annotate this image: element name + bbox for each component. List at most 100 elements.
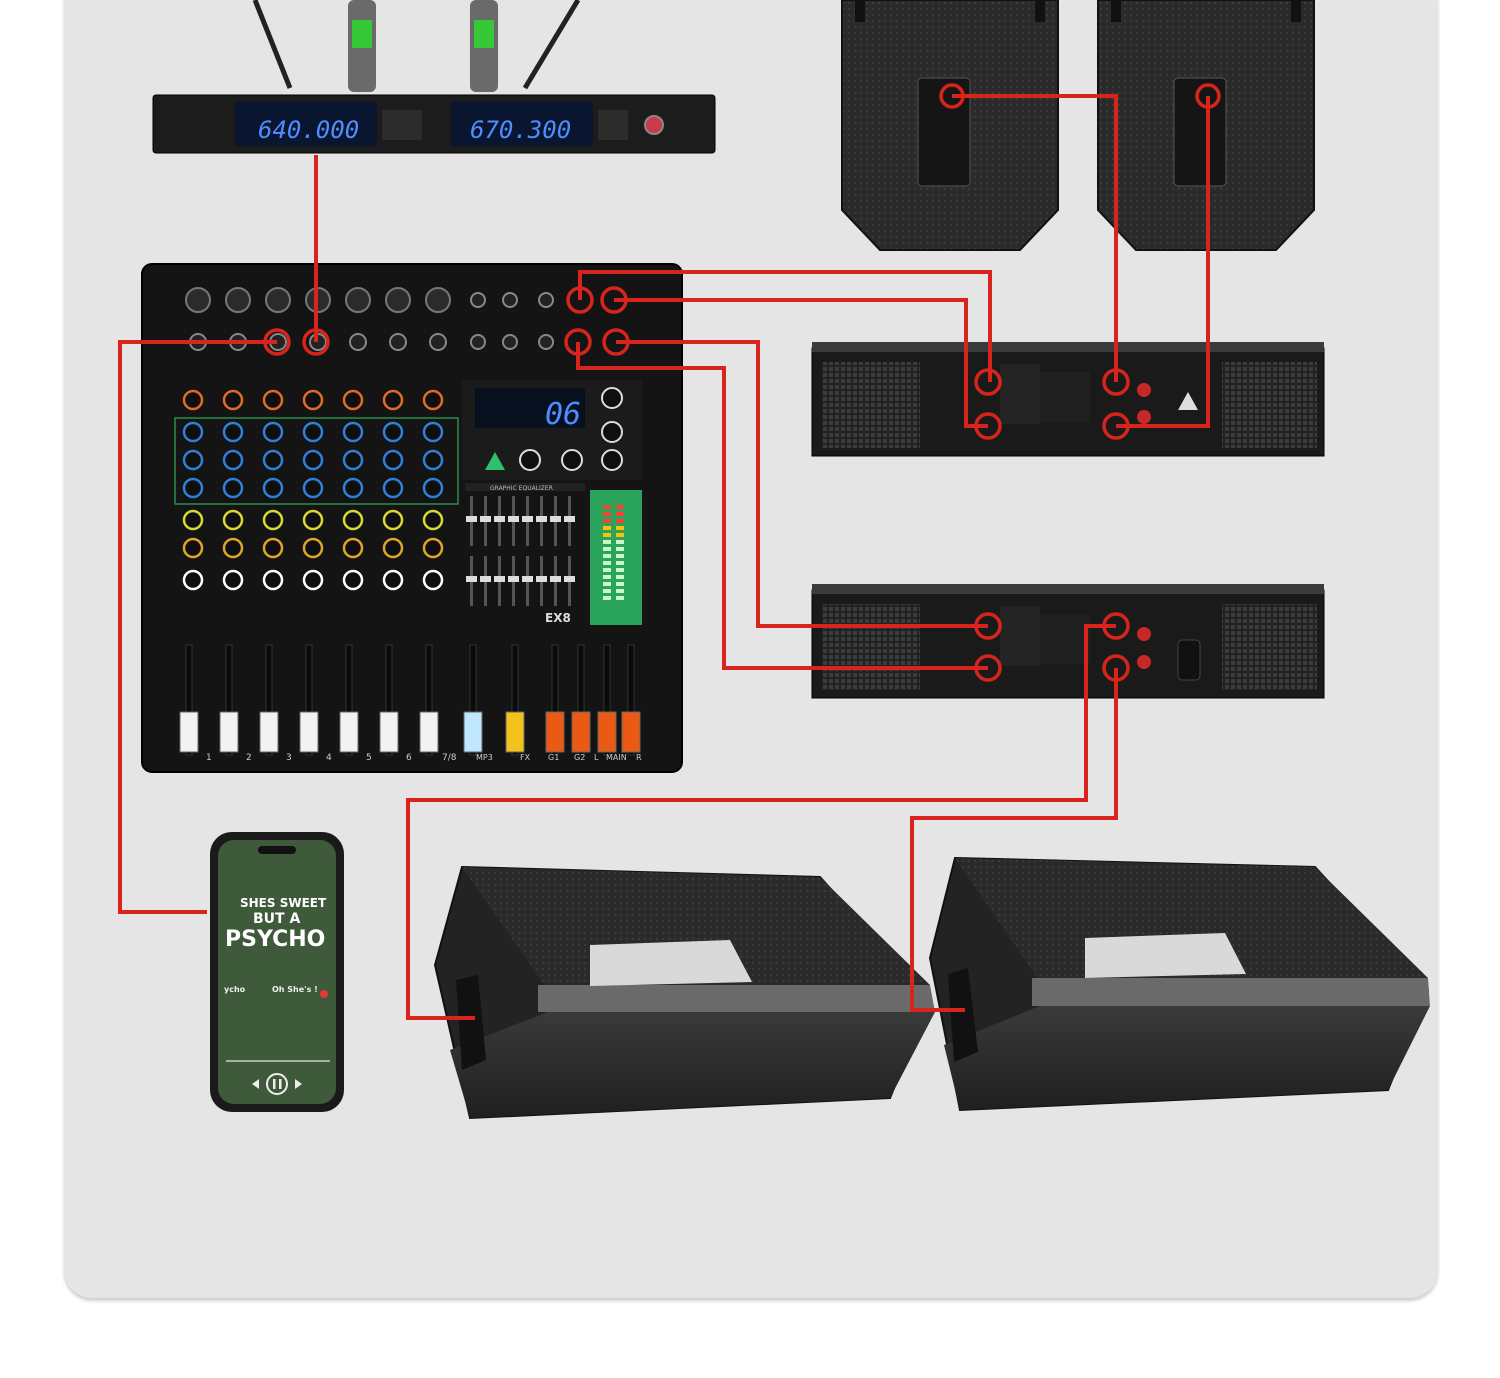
eq-slider-knob <box>522 516 533 522</box>
vu-led <box>616 533 624 537</box>
eq-slider-knob <box>480 576 491 582</box>
power-amplifier-1 <box>811 342 1325 457</box>
channel-knob <box>342 537 364 559</box>
channel-knob <box>222 389 244 411</box>
channel-knob <box>342 389 364 411</box>
vu-led <box>616 526 624 530</box>
vu-led <box>603 589 611 593</box>
fader-track <box>551 644 559 756</box>
play-pause-icon <box>266 1073 288 1095</box>
eq-slider-knob <box>466 516 477 522</box>
mixer-sub-r-connector <box>602 328 630 356</box>
cable-amp1-to-top-right <box>1116 96 1210 428</box>
wireless-receiver: 640.000 670.300 <box>152 0 716 154</box>
vu-led <box>616 547 624 551</box>
fader-track <box>345 644 353 756</box>
channel-knob <box>182 509 204 531</box>
amp1-input-b-connector <box>974 412 1002 440</box>
amp1-output-b-connector <box>1102 412 1130 440</box>
channel-knob <box>342 449 364 471</box>
channel-knob <box>422 537 444 559</box>
vu-meter <box>603 505 624 600</box>
master-knob <box>561 449 583 471</box>
amp2-output-a-connector <box>1102 612 1130 640</box>
channel-number-label: 4 <box>326 753 332 763</box>
fader-track <box>511 644 519 756</box>
fader-cap <box>379 711 399 753</box>
mixer-line-in-3-connector <box>263 328 291 356</box>
vu-led <box>603 554 611 558</box>
eq-slider-knob <box>508 516 519 522</box>
vu-led <box>616 554 624 558</box>
eq-slider-knob <box>564 576 575 582</box>
fader-track <box>305 644 313 756</box>
fader-cap <box>259 711 279 753</box>
bus-label: R <box>636 753 642 762</box>
master-knob <box>601 449 623 471</box>
cable-sub-l-to-amp2 <box>616 340 988 628</box>
channel-knob <box>422 477 444 499</box>
fader-track <box>225 644 233 756</box>
channel-knob <box>342 569 364 591</box>
mixer-main-r-connector <box>600 286 628 314</box>
graphic-equalizer <box>466 496 575 606</box>
vu-led <box>616 589 624 593</box>
eq-slider-knob <box>494 516 505 522</box>
channel-number-label: 5 <box>366 753 372 763</box>
vu-led <box>603 561 611 565</box>
channel-knob <box>222 449 244 471</box>
fader-track <box>577 644 585 756</box>
channel-knob <box>342 509 364 531</box>
fader-cap <box>545 711 565 753</box>
channel-knob <box>302 569 324 591</box>
fader-cap <box>419 711 439 753</box>
vu-led <box>603 582 611 586</box>
vu-led <box>616 596 624 600</box>
vu-led <box>616 540 624 544</box>
xlr-input-5 <box>345 287 371 313</box>
eq-slider-knob <box>480 516 491 522</box>
power-amplifier-2 <box>811 584 1325 699</box>
channel-knob <box>382 389 404 411</box>
vu-led <box>616 561 624 565</box>
channel-knob <box>222 421 244 443</box>
channel-knob <box>222 477 244 499</box>
vu-led <box>616 512 624 516</box>
channel-knob <box>182 389 204 411</box>
vu-led <box>616 568 624 572</box>
vu-led <box>603 575 611 579</box>
fader-cap <box>299 711 319 753</box>
channel-knob <box>182 477 204 499</box>
master-knob <box>601 387 623 409</box>
fader-track <box>425 644 433 756</box>
aux-jack <box>470 334 486 350</box>
xlr-input-3 <box>265 287 291 313</box>
bus-label: MP3 <box>476 753 493 762</box>
fader-track <box>469 644 477 756</box>
channel-knob <box>302 477 324 499</box>
eq-slider-knob <box>466 576 477 582</box>
fader-cap <box>179 711 199 753</box>
phone-song-line2: BUT A <box>253 911 300 927</box>
channel-knob <box>342 421 364 443</box>
master-knob <box>519 449 541 471</box>
amp1-input-a-connector <box>974 368 1002 396</box>
channel-number-label: 2 <box>246 753 252 763</box>
connector-highlights <box>263 83 1221 682</box>
vu-led <box>603 540 611 544</box>
channel-knob <box>182 569 204 591</box>
fader-cap <box>571 711 591 753</box>
channel-knob <box>182 449 204 471</box>
mixer-fader-section <box>179 644 641 756</box>
fader-track <box>185 644 193 756</box>
bus-label: FX <box>520 753 531 762</box>
smartphone: SHES SWEET BUT A PSYCHO ycho Oh She's ! <box>210 832 344 1112</box>
fader-track <box>627 644 635 756</box>
eq-slider-knob <box>536 516 547 522</box>
bus-label: G1 <box>548 753 559 762</box>
floor-monitor-right <box>928 856 1430 1112</box>
channel-knob <box>422 449 444 471</box>
previous-icon <box>252 1079 259 1089</box>
cable-amp2-to-monitor-right <box>910 668 1118 1012</box>
